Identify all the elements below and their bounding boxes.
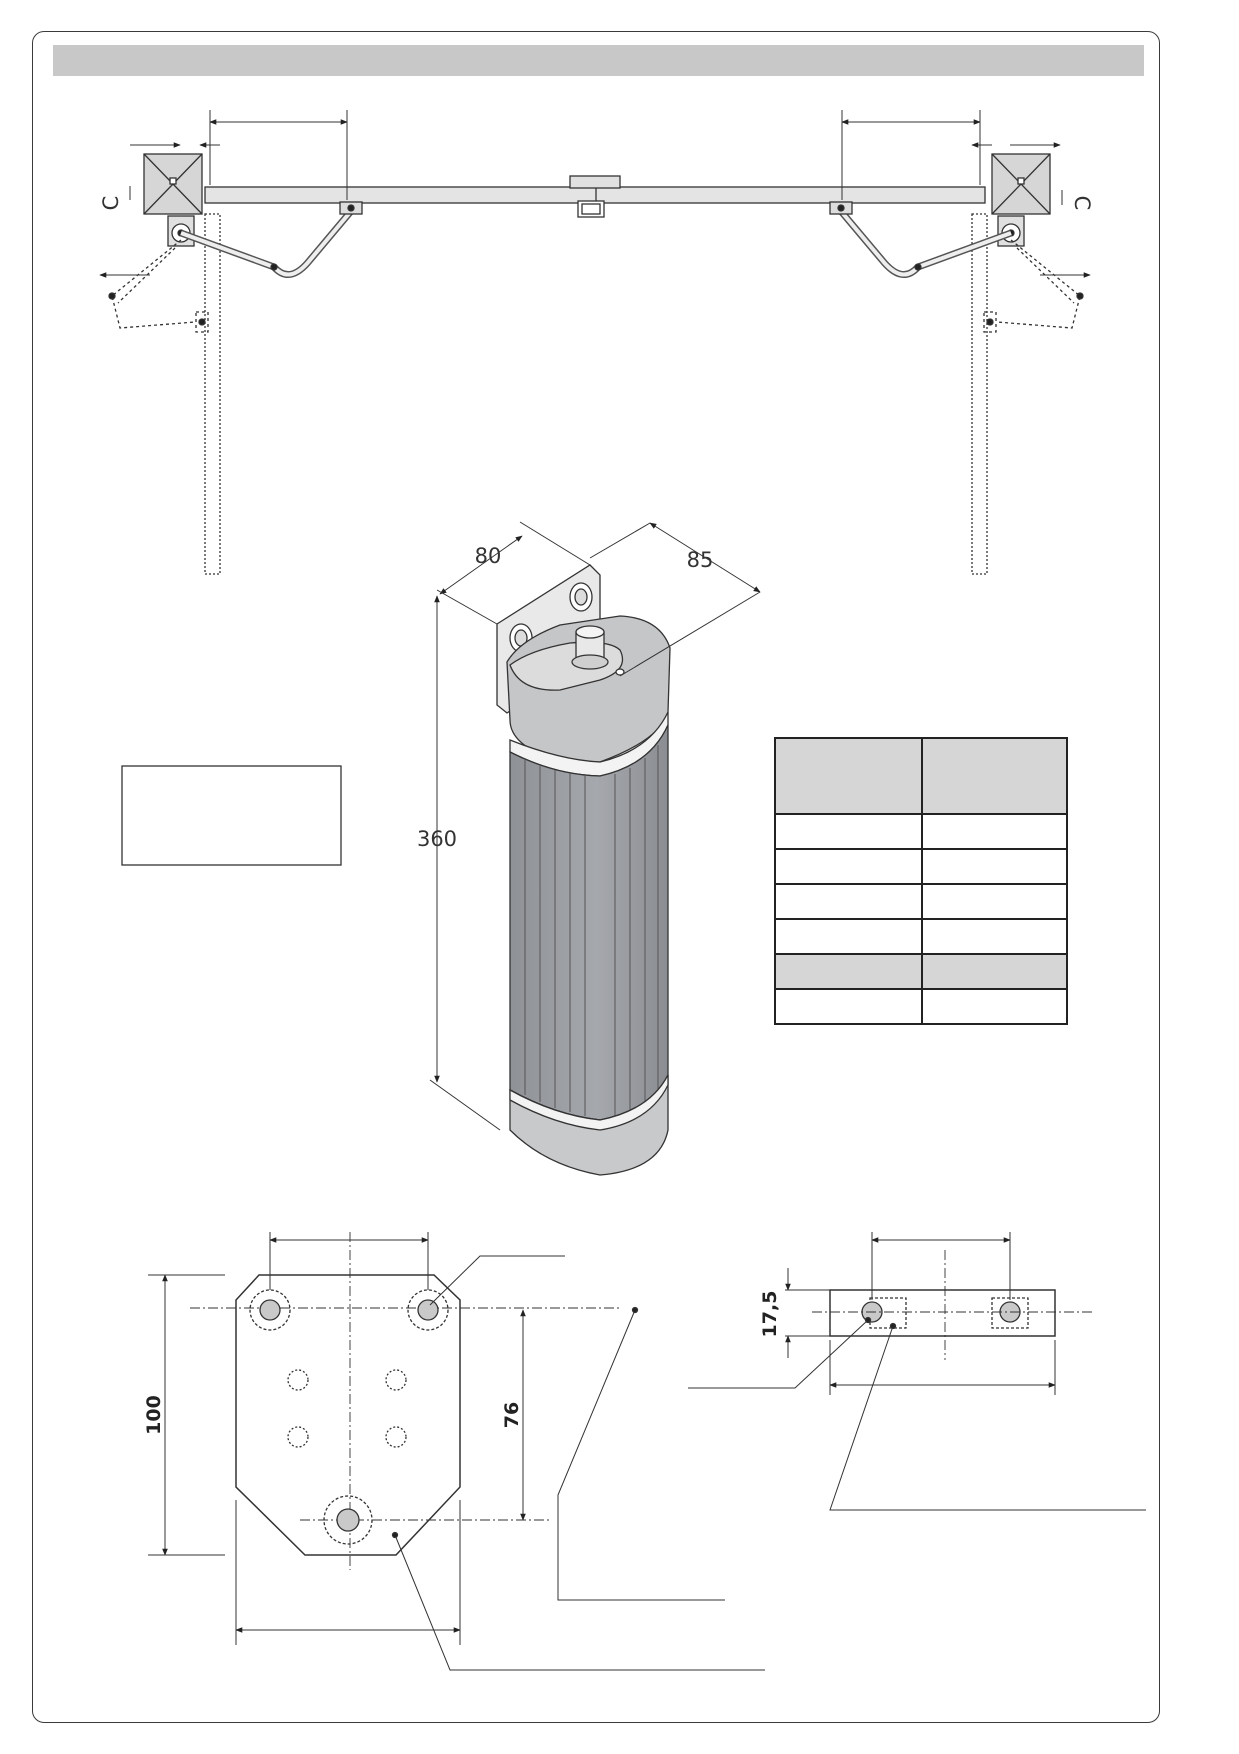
bracket-side-view <box>688 1232 1146 1511</box>
page-frame <box>32 31 1160 1723</box>
spec-table <box>774 737 1068 1025</box>
operator-isometric <box>429 521 761 1176</box>
clearance-label-right: C <box>1070 196 1094 211</box>
gate-leaves-open <box>204 213 988 575</box>
operator-height-dim: 360 <box>417 827 457 851</box>
plan-dimensions <box>99 110 1091 278</box>
center-stop <box>569 175 621 189</box>
operator-width-dim: 80 <box>475 544 502 568</box>
operator-depth-dim: 85 <box>687 548 714 572</box>
clearance-label-left: C <box>99 196 123 211</box>
right-post <box>991 153 1051 215</box>
bracket-front-view <box>148 1232 765 1671</box>
hole-spacing-dim: 76 <box>501 1402 523 1428</box>
right-arm <box>829 201 1084 333</box>
bracket-height-dim: 100 <box>143 1395 165 1435</box>
gate-plan-view <box>99 110 1091 575</box>
side-offset-dim: 17,5 <box>759 1291 781 1338</box>
empty-label-box <box>121 765 342 866</box>
left-arm <box>108 201 363 333</box>
left-post <box>143 153 203 215</box>
header-bar <box>53 45 1144 76</box>
